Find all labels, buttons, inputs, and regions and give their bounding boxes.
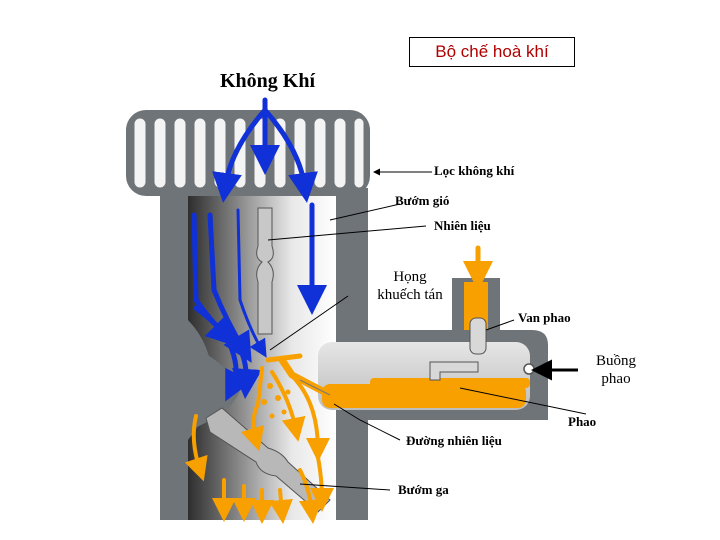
label-float: Phao [568,414,597,429]
label-choke: Bướm gió [395,193,450,208]
label-venturi: Họng khuếch tán [377,269,443,303]
label-air-filter: Lọc không khí [434,163,515,178]
float-chamber [318,342,530,410]
label-float-chamber: Buồng phao [595,353,636,387]
choke-plate [256,207,274,335]
label-float-valve: Van phao [518,310,571,325]
label-fuel: Nhiên liệu [434,218,491,233]
label-fuel-passage: Đường nhiên liệu [406,433,502,448]
mixture-flow-arrows [184,245,493,524]
fuel-droplets [261,383,291,419]
air-flow-arrows [191,97,327,402]
label-throttle: Bướm ga [398,482,449,497]
leader-lines [267,168,587,491]
label-air: Không Khí [220,70,316,92]
air-filter [126,110,370,196]
diagram-title: Bộ chế hoà khí [409,37,575,67]
